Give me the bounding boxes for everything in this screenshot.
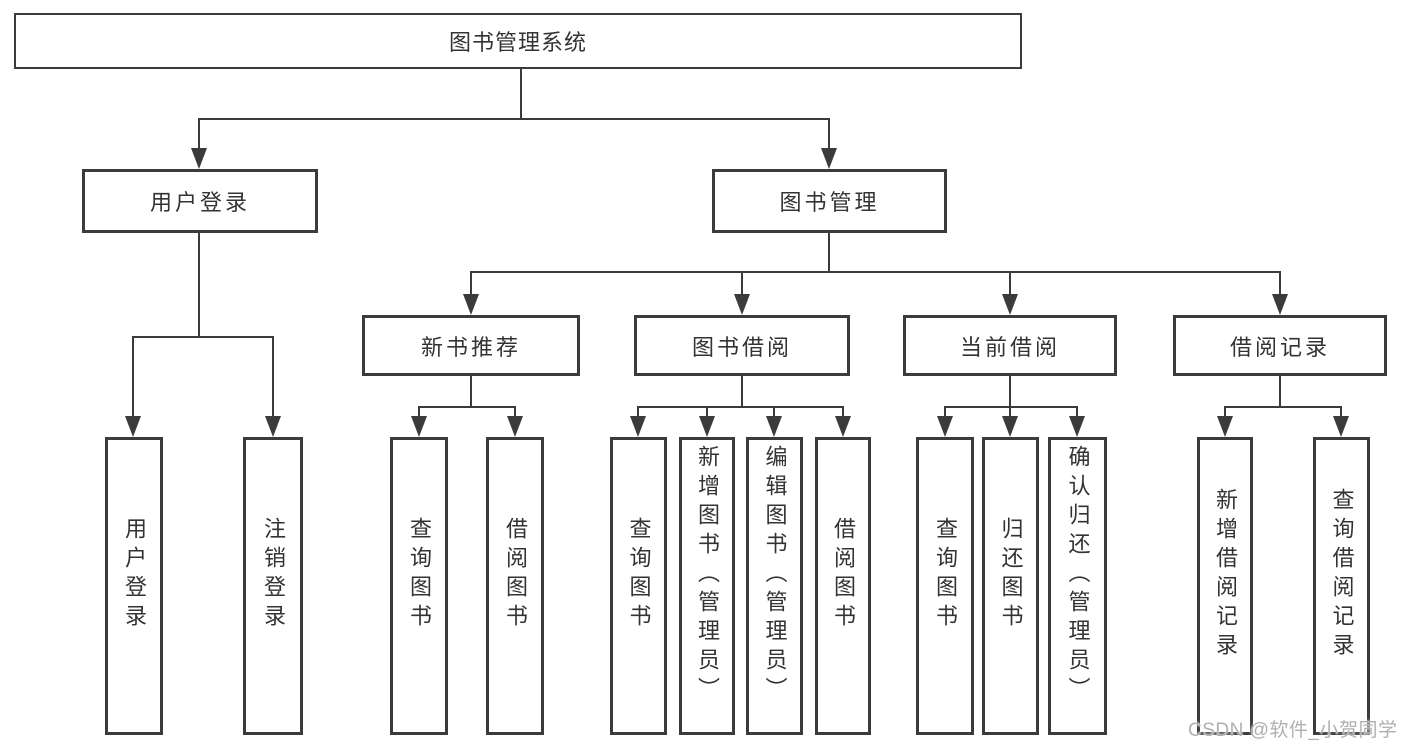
connector-drop-g3-leaf2	[1009, 406, 1011, 421]
arrowhead-user-leaf2	[265, 416, 281, 437]
connector-root-hbar	[198, 118, 830, 120]
connector-user-stem	[198, 233, 200, 338]
leaf-box-cb-confirm-return-admin: 确认归还（管理员）	[1048, 437, 1107, 735]
connector-drop-g4-leaf2	[1340, 406, 1342, 421]
arrowhead-group4	[1272, 294, 1288, 315]
branch-box-book-management: 图书管理	[712, 169, 947, 233]
connector-drop-group1	[470, 271, 472, 300]
leaf-box-cb-query-books: 查询图书	[916, 437, 974, 735]
arrowhead-user-login	[191, 148, 207, 169]
root-box-library-system: 图书管理系统	[14, 13, 1022, 69]
connector-drop-g2-leaf4	[842, 406, 844, 421]
group-box-book-borrow: 图书借阅	[634, 315, 850, 376]
arrowhead-g2-leaf2	[699, 416, 715, 437]
connector-g3-hbar	[944, 406, 1078, 408]
connector-drop-g2-leaf1	[637, 406, 639, 421]
connector-drop-group4	[1279, 271, 1281, 300]
leaf-box-br-add-record: 新增借阅记录	[1197, 437, 1253, 735]
connector-drop-book-mgmt	[828, 118, 830, 152]
connector-drop-g1-leaf1	[418, 406, 420, 421]
arrowhead-g1-leaf1	[411, 416, 427, 437]
connector-drop-g2-leaf2	[706, 406, 708, 421]
group-box-current-borrow: 当前借阅	[903, 315, 1117, 376]
connector-g2-hbar	[637, 406, 844, 408]
arrowhead-g1-leaf2	[507, 416, 523, 437]
arrowhead-group3	[1002, 294, 1018, 315]
leaf-box-nbr-borrow-books: 借阅图书	[486, 437, 544, 735]
leaf-box-bb-edit-books-admin: 编辑图书（管理员）	[746, 437, 803, 735]
connector-drop-user-leaf1	[132, 336, 134, 421]
leaf-box-user-login: 用户登录	[105, 437, 163, 735]
connector-g1-stem	[470, 376, 472, 407]
arrowhead-user-leaf1	[125, 416, 141, 437]
connector-drop-g4-leaf1	[1224, 406, 1226, 421]
leaf-box-nbr-query-books: 查询图书	[390, 437, 448, 735]
connector-drop-user-leaf2	[272, 336, 274, 421]
csdn-watermark: CSDN @软件_小贺同学	[1188, 720, 1398, 741]
arrowhead-group1	[463, 294, 479, 315]
arrowhead-book-mgmt	[821, 148, 837, 169]
arrowhead-g4-leaf1	[1217, 416, 1233, 437]
arrowhead-g2-leaf1	[630, 416, 646, 437]
connector-drop-user-login	[198, 118, 200, 152]
connector-bookmgmt-stem	[828, 233, 830, 273]
connector-g3-stem	[1009, 376, 1011, 407]
connector-g4-hbar	[1224, 406, 1342, 408]
connector-g2-stem	[741, 376, 743, 407]
arrowhead-g2-leaf3	[766, 416, 782, 437]
connector-drop-group2	[741, 271, 743, 300]
connector-user-hbar	[132, 336, 274, 338]
arrowhead-g4-leaf2	[1333, 416, 1349, 437]
arrowhead-group2	[734, 294, 750, 315]
group-box-borrow-records: 借阅记录	[1173, 315, 1387, 376]
leaf-box-logout: 注销登录	[243, 437, 303, 735]
connector-drop-g1-leaf2	[514, 406, 516, 421]
connector-drop-group3	[1009, 271, 1011, 300]
connector-drop-g3-leaf1	[944, 406, 946, 421]
connector-g4-stem	[1279, 376, 1281, 407]
arrowhead-g3-leaf1	[937, 416, 953, 437]
group-box-new-book-recommend: 新书推荐	[362, 315, 580, 376]
connector-drop-g3-leaf3	[1076, 406, 1078, 421]
leaf-box-bb-query-books: 查询图书	[610, 437, 667, 735]
leaf-box-cb-return-books: 归还图书	[982, 437, 1039, 735]
leaf-box-bb-borrow-books: 借阅图书	[815, 437, 871, 735]
connector-bookmgmt-hbar	[470, 271, 1281, 273]
arrowhead-g3-leaf2	[1002, 416, 1018, 437]
leaf-box-bb-add-books-admin: 新增图书（管理员）	[679, 437, 735, 735]
connector-root-stem	[520, 69, 522, 120]
arrowhead-g2-leaf4	[835, 416, 851, 437]
connector-g1-hbar	[418, 406, 516, 408]
branch-box-user-login: 用户登录	[82, 169, 318, 233]
leaf-box-br-query-record: 查询借阅记录	[1313, 437, 1370, 735]
arrowhead-g3-leaf3	[1069, 416, 1085, 437]
connector-drop-g2-leaf3	[773, 406, 775, 421]
